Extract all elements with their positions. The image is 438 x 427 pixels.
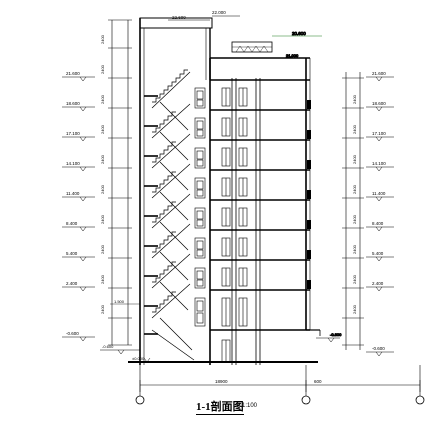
dimension-number: 2400 [352,244,357,254]
dimension-number: 2400 [100,94,105,104]
roof-mid-level: 21.000 [286,53,299,58]
right-level-label: 2.400 [372,281,384,286]
dimension-number: 2400 [100,154,105,164]
interior-windows [221,87,248,363]
roof-level: 20.600 [292,31,306,36]
right-dimension-chain [342,72,364,350]
stair-level-tag: 1.500 [114,299,125,304]
right-level-label: 11.400 [372,191,386,196]
dimension-number: 2400 [352,184,357,194]
right-dimension-numbers: 2400 2400 2400 2400 2400 2400 2400 2400 [352,94,357,314]
dimension-number: 2400 [352,214,357,224]
stair-landings [144,95,158,335]
right-dimension: 600 [314,379,322,384]
left-level-label: 11.400 [66,191,80,196]
left-level-markers [62,76,95,342]
right-level-labels: 21.600 18.600 17.100 14.100 11.400 8.400… [372,71,386,351]
left-level-label: 17.100 [66,131,80,136]
dimension-number: 2400 [100,274,105,284]
dimension-number: 2400 [352,274,357,284]
dimension-number: 2400 [100,64,105,74]
dimension-number: 2400 [100,34,105,44]
dimension-number: 2400 [352,124,357,134]
left-level-label: 5.400 [66,251,78,256]
floor-slabs [210,79,310,331]
ground-right-level: -0.600 [330,332,342,337]
right-level-markers [366,76,394,357]
bottom-dimension [139,365,421,396]
dimension-number: 2400 [352,304,357,314]
stair-tower [139,17,213,365]
left-level-label: 21.600 [66,71,80,76]
left-level-label: -0.600 [66,331,79,336]
stair-level-tags: 1.500 [110,299,140,305]
ground-inner-level: ±0.000 [132,356,145,361]
ground-line [100,349,318,363]
left-dimension-numbers: 2400 2400 2400 2400 2400 2400 2400 2400 … [100,34,105,314]
left-level-label: 14.100 [66,161,80,166]
left-level-labels: 21.600 18.600 17.100 14.100 11.400 8.400… [66,71,80,336]
drawing-scale: 1:100 [242,403,258,409]
building-outline [209,58,311,365]
facade-openings [307,100,311,289]
right-level-label: 21.600 [372,71,386,76]
stair-flights [151,69,195,361]
right-level-label: 17.100 [372,131,386,136]
axis-bubble [301,395,311,405]
top-level-labels: 22.600 22.000 [168,10,240,21]
axis-bubbles [135,395,425,405]
ground-labels: -0.600 ±0.000 [102,344,145,361]
right-level-label: 8.400 [372,221,384,226]
top-left-level: 22.600 [172,15,186,20]
left-level-label: 2.400 [66,281,78,286]
right-level-label: -0.600 [372,346,385,351]
dimension-number: 2400 [100,304,105,314]
roof-structure: 20.600 21.000 [210,31,322,59]
dimension-number: 2400 [100,184,105,194]
dimension-number: 2400 [100,214,105,224]
dimension-number: 2400 [352,94,357,104]
right-level-label: 14.100 [372,161,386,166]
door-panels [194,87,206,327]
left-dimension-chain [108,19,132,346]
ground-left-level: -0.600 [102,344,114,349]
dimension-number: 2400 [352,154,357,164]
drawing-title: 1-1剖面图 [196,401,244,415]
left-level-label: 18.600 [66,101,80,106]
right-level-label: 5.400 [372,251,384,256]
axis-bubble [135,395,145,405]
span-dimension: 18900 [215,379,228,384]
entrance-canopy: -0.600 [306,329,343,343]
dimension-number: 2400 [100,244,105,254]
drawing-title-block: 1-1剖面图 1:100 [196,401,316,417]
dimension-number: 2400 [100,124,105,134]
top-right-level: 22.000 [212,10,226,15]
left-level-label: 8.400 [66,221,78,226]
axis-bubble [415,395,425,405]
right-level-label: 18.600 [372,101,386,106]
